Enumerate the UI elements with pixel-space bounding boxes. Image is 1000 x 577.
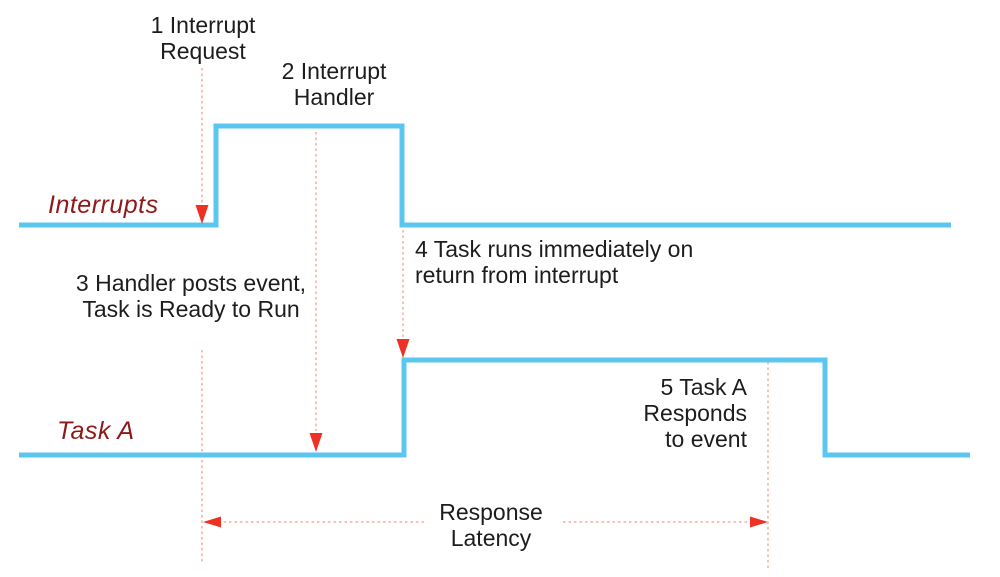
arrowhead-interrupt-request-icon: [195, 205, 209, 224]
arrowhead-latency-left-icon: [203, 516, 221, 528]
interrupts-waveform: [19, 123, 951, 228]
annotation-interrupt-request: 1 Interrupt Request: [150, 12, 256, 64]
annotation-task-runs: 4 Task runs immediately on return from i…: [415, 236, 694, 288]
arrowhead-task-runs-icon: [396, 339, 410, 358]
task-a-signal-label: Task A: [57, 417, 135, 445]
annotation-handler-posts-event: 3 Handler posts event, Task is Ready to …: [75, 270, 307, 322]
arrowhead-task-ready-icon: [309, 433, 323, 452]
interrupts-signal-label: Interrupts: [48, 191, 159, 219]
arrowhead-latency-right-icon: [750, 516, 768, 528]
annotation-response-latency: Response Latency: [439, 499, 543, 551]
task-a-waveform: [19, 357, 970, 458]
annotation-task-responds: 5 Task A Responds to event: [643, 374, 747, 452]
annotation-interrupt-handler: 2 Interrupt Handler: [281, 58, 387, 110]
